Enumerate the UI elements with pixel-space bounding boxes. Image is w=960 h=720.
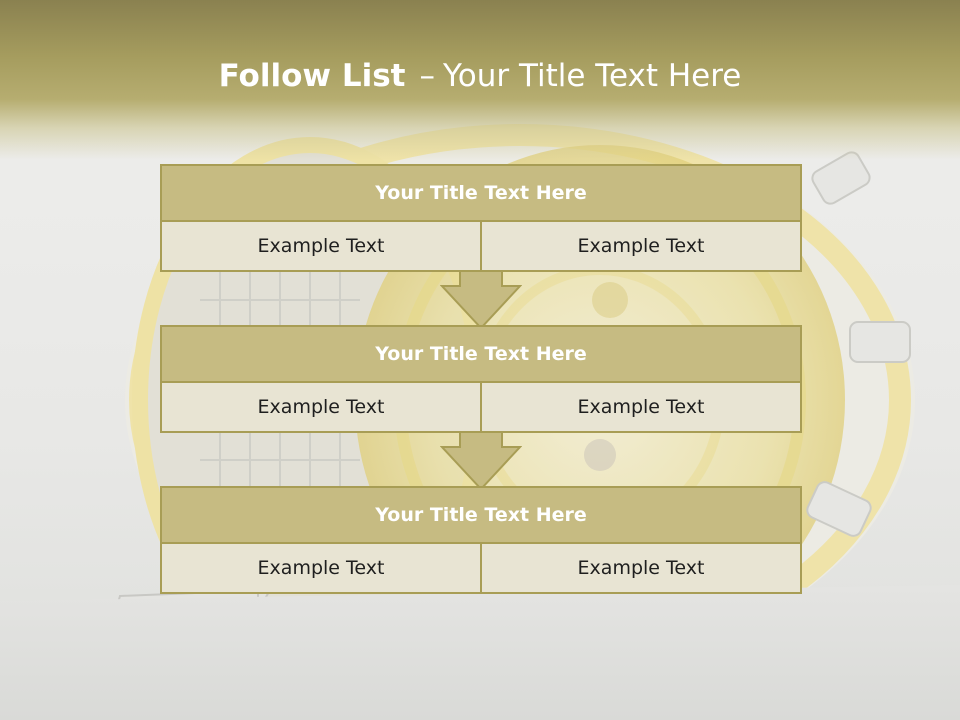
list-block: Your Title Text Here Example Text Exampl… (160, 325, 802, 433)
block-title: Your Title Text Here (160, 164, 802, 222)
header-band (0, 0, 960, 160)
block-row: Example Text Example Text (160, 383, 802, 433)
block-row: Example Text Example Text (160, 544, 802, 594)
block-cell-right: Example Text (480, 222, 800, 270)
floor (0, 585, 960, 720)
block-cell-left: Example Text (162, 383, 480, 431)
list-block: Your Title Text Here Example Text Exampl… (160, 164, 802, 272)
block-row: Example Text Example Text (160, 222, 802, 272)
block-cell-left: Example Text (162, 544, 480, 592)
block-title: Your Title Text Here (160, 486, 802, 544)
list-block: Your Title Text Here Example Text Exampl… (160, 486, 802, 594)
slide-title: Follow List–Your Title Text Here (0, 56, 960, 96)
title-dash: – (419, 58, 435, 94)
title-rest: Your Title Text Here (442, 58, 742, 94)
block-cell-left: Example Text (162, 222, 480, 270)
block-cell-right: Example Text (480, 544, 800, 592)
block-cell-right: Example Text (480, 383, 800, 431)
block-title: Your Title Text Here (160, 325, 802, 383)
down-arrow-icon (440, 270, 522, 330)
title-bold: Follow List (218, 58, 406, 94)
down-arrow-icon (440, 431, 522, 491)
